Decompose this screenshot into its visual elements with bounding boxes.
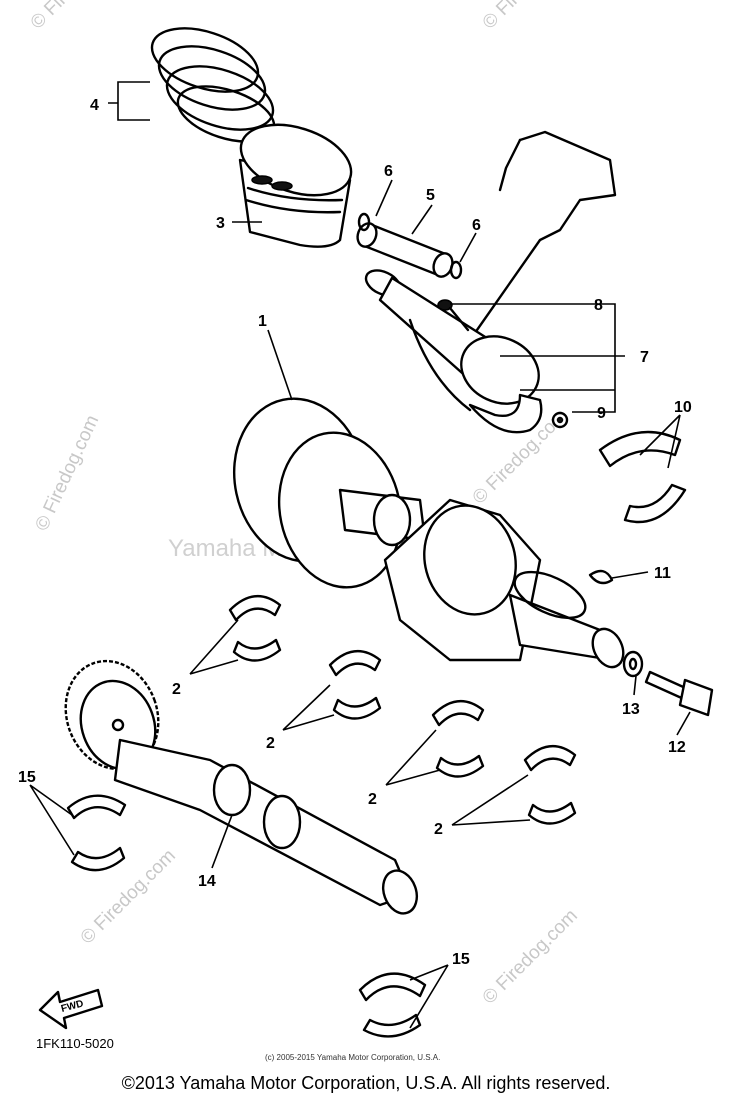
exploded-parts-diagram: © Firedog.com © Firedog.com © Firedog.co… xyxy=(18,0,714,1062)
crank-bolt xyxy=(644,670,714,717)
main-bearing-set-4 xyxy=(523,745,577,825)
callout-15-a: 15 xyxy=(18,769,36,786)
balancer-bearing-set-2 xyxy=(358,972,427,1038)
washer xyxy=(622,650,644,678)
small-copyright: (c) 2005-2015 Yamaha Motor Corporation, … xyxy=(265,1053,440,1062)
forward-arrow-icon: FWD xyxy=(38,988,104,1030)
leader-lines xyxy=(29,81,691,1029)
cylinder-outline-edge xyxy=(498,138,522,192)
callout-8: 8 xyxy=(594,297,603,314)
callout-10: 10 xyxy=(674,399,692,416)
balancer-shaft xyxy=(64,659,419,915)
main-bearing-set-1 xyxy=(228,595,282,662)
callout-4: 4 xyxy=(90,97,99,114)
cylinder-outline xyxy=(468,130,617,342)
main-bearing-set-3 xyxy=(431,700,485,778)
rod-bolt xyxy=(437,299,470,332)
drawing-code: 1FK110-5020 xyxy=(36,1036,114,1051)
callout-3: 3 xyxy=(216,215,225,232)
piston-pin xyxy=(356,222,454,278)
callout-13: 13 xyxy=(622,701,640,718)
callout-14: 14 xyxy=(198,873,216,890)
rod-nut xyxy=(551,411,569,429)
footer-copyright: ©2013 Yamaha Motor Corporation, U.S.A. A… xyxy=(121,1073,611,1093)
firedog-watermark-left: © Firedog.com xyxy=(31,412,103,534)
callout-6-top: 6 xyxy=(384,163,393,180)
piston-pin-clips xyxy=(357,212,463,280)
callout-15-b: 15 xyxy=(452,951,470,968)
callout-6-bottom: 6 xyxy=(472,217,481,234)
callout-7: 7 xyxy=(640,349,649,366)
callout-1: 1 xyxy=(258,313,267,330)
main-bearing-set-2 xyxy=(328,650,382,720)
callout-5: 5 xyxy=(426,187,435,204)
callout-9: 9 xyxy=(597,405,606,422)
callout-2-b: 2 xyxy=(266,735,275,752)
woodruff-key xyxy=(588,569,614,585)
connecting-rod xyxy=(364,269,543,434)
callout-11: 11 xyxy=(654,565,671,582)
piston xyxy=(238,123,353,248)
firedog-watermark-topleft: © Firedog.com xyxy=(27,0,130,34)
callout-2-a: 2 xyxy=(172,681,181,698)
callout-2-c: 2 xyxy=(368,791,377,808)
callout-2-d: 2 xyxy=(434,821,443,838)
callout-12: 12 xyxy=(668,739,686,756)
firedog-watermark-topright: © Firedog.com xyxy=(479,0,582,34)
rod-bearings xyxy=(598,430,687,524)
balancer-bearing-set-1 xyxy=(66,794,127,872)
firedog-watermark-bottomright: © Firedog.com xyxy=(479,905,582,1008)
crankshaft xyxy=(232,397,625,669)
